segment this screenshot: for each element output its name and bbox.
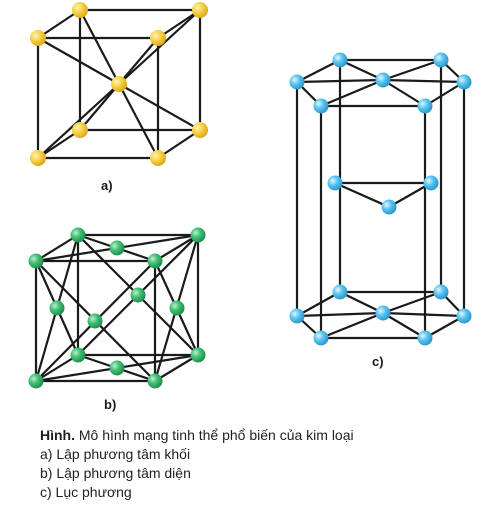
bond-line	[333, 181, 391, 209]
bond-line	[295, 311, 385, 318]
atom	[192, 122, 208, 138]
atom	[28, 373, 44, 389]
atom	[30, 30, 46, 46]
bond-line	[381, 311, 466, 318]
bond-line	[34, 353, 80, 383]
atom	[109, 240, 125, 256]
bond-line	[36, 36, 121, 86]
figure-a-label: a)	[101, 178, 113, 193]
atom	[381, 199, 397, 215]
atom	[72, 122, 88, 138]
atom	[433, 284, 449, 300]
atom	[49, 300, 65, 316]
atom	[192, 2, 208, 18]
bond-line	[36, 8, 82, 40]
atom	[433, 52, 449, 68]
atom	[150, 150, 166, 166]
atom	[332, 284, 348, 300]
bond-line	[319, 78, 385, 108]
bond-line	[295, 290, 342, 318]
bond-line	[338, 290, 385, 315]
crystal-lattice-figure: a) b) c)	[28, 2, 472, 412]
bond-line	[117, 82, 202, 132]
atom	[130, 287, 146, 303]
caption-heading: Hình. Mô hình mạng tinh thể phổ biến của…	[40, 426, 470, 445]
atom	[423, 175, 439, 191]
bond-line	[295, 58, 342, 84]
bond-line	[156, 128, 202, 160]
atom	[289, 74, 305, 90]
bond-line	[381, 78, 427, 108]
figure-caption: Hình. Mô hình mạng tinh thể phổ biến của…	[40, 426, 470, 502]
bond-line	[381, 290, 443, 315]
caption-item-c: c) Lục phương	[40, 484, 132, 500]
bond-line	[117, 36, 160, 86]
bond-line	[78, 8, 121, 86]
atom	[169, 300, 185, 316]
atom	[111, 76, 127, 92]
bond-line	[36, 128, 82, 160]
atom	[417, 98, 433, 114]
figure-b-label: b)	[104, 397, 116, 412]
atom	[313, 98, 329, 114]
atom	[313, 330, 329, 346]
atom	[289, 308, 305, 324]
caption-item-b: b) Lập phương tâm diện	[40, 465, 191, 481]
atom	[417, 330, 433, 346]
atom	[375, 305, 391, 321]
bond-line	[34, 233, 80, 263]
bond-line	[153, 233, 200, 263]
atom	[28, 253, 44, 269]
bond-line	[387, 181, 433, 209]
caption-title: Hình.	[40, 427, 75, 443]
atom	[456, 74, 472, 90]
bond-line	[381, 311, 427, 340]
bond-line	[117, 8, 202, 86]
atom	[327, 175, 343, 191]
atom	[72, 2, 88, 18]
bond-line	[78, 82, 121, 132]
atom	[147, 253, 163, 269]
atom	[332, 52, 348, 68]
figure-c-label: c)	[372, 354, 384, 369]
atom	[109, 360, 125, 376]
bond-line	[295, 78, 385, 84]
caption-item-a: a) Lập phương tâm khối	[40, 446, 191, 462]
bond-line	[319, 311, 385, 340]
atom	[87, 313, 103, 329]
atom	[70, 227, 86, 243]
bond-line	[423, 80, 466, 108]
bond-line	[338, 58, 385, 82]
bond-line	[117, 82, 160, 160]
hexagonal-close-packed-diagram	[289, 52, 472, 346]
bond-line	[36, 82, 121, 160]
body-centered-cubic-diagram	[30, 2, 208, 166]
atom	[456, 308, 472, 324]
atom	[147, 373, 163, 389]
atom	[375, 72, 391, 88]
atom	[70, 347, 86, 363]
bond-line	[381, 58, 443, 82]
bond-line	[153, 353, 200, 383]
bond-line	[381, 78, 466, 84]
atom	[30, 150, 46, 166]
atom	[190, 347, 206, 363]
atom	[190, 227, 206, 243]
atom	[150, 30, 166, 46]
bond-line	[156, 8, 202, 40]
face-centered-cubic-diagram	[28, 227, 206, 389]
caption-text: Mô hình mạng tinh thể phổ biến của kim l…	[78, 427, 354, 443]
